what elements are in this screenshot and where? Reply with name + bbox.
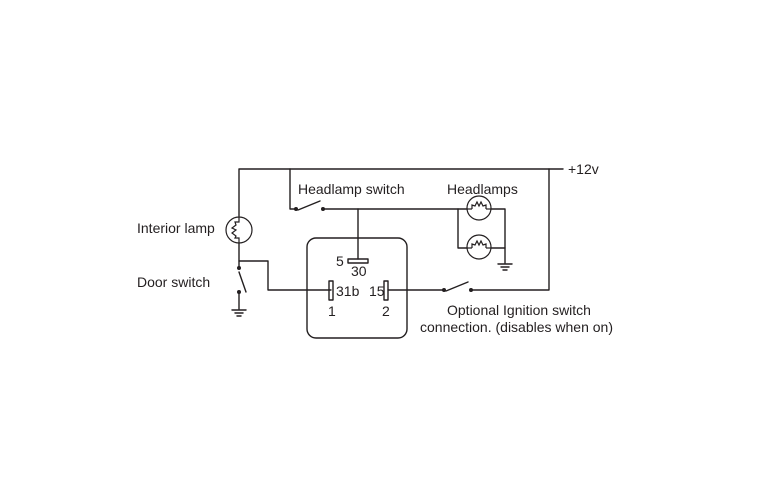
headlamp-branch xyxy=(457,208,468,249)
ignition-label-line2: connection. (disables when on) xyxy=(420,319,614,335)
relay-pin-31b-terminal xyxy=(328,280,334,301)
ignition-label-line1: Optional Ignition switch xyxy=(447,302,591,318)
headlamp-switch-blade xyxy=(297,200,321,211)
door-switch-contact-top xyxy=(237,266,241,270)
headlamp-switch-contact-left xyxy=(294,207,298,211)
door-switch-to-relay xyxy=(238,260,332,291)
relay-pin-31b-label: 31b xyxy=(336,283,360,299)
headlamp-2-icon xyxy=(466,234,492,260)
interior-lamp-icon xyxy=(225,216,253,244)
supply-label: +12v xyxy=(568,161,599,177)
relay-pin-1-label: 1 xyxy=(328,303,336,319)
door-switch-blade xyxy=(238,271,247,293)
interior-lamp-label: Interior lamp xyxy=(137,220,215,236)
door-switch-ground-icon xyxy=(231,309,247,317)
headlamp-return xyxy=(490,208,506,264)
ignition-switch-contact-right xyxy=(469,288,473,292)
relay-pin-15-label: 15 xyxy=(369,283,385,299)
headlamp-ground-icon xyxy=(497,263,513,271)
relay-pin-5-label: 5 xyxy=(336,253,344,269)
relay-pin-30-label: 30 xyxy=(351,263,367,279)
headlamp-1-icon xyxy=(466,195,492,221)
ignition-switch-contact-left xyxy=(442,288,446,292)
headlamps-label: Headlamps xyxy=(447,181,518,197)
supply-drop-right xyxy=(470,168,550,291)
relay-housing xyxy=(306,237,408,339)
headlamp-switch-label: Headlamp switch xyxy=(298,181,405,197)
door-switch-label: Door switch xyxy=(137,274,211,290)
headlamp-switch-feed xyxy=(289,168,297,210)
ignition-switch-blade xyxy=(445,281,469,292)
supply-rail xyxy=(238,168,564,217)
relay-pin-30-terminal xyxy=(347,258,369,264)
relay-pin-2-label: 2 xyxy=(382,303,390,319)
